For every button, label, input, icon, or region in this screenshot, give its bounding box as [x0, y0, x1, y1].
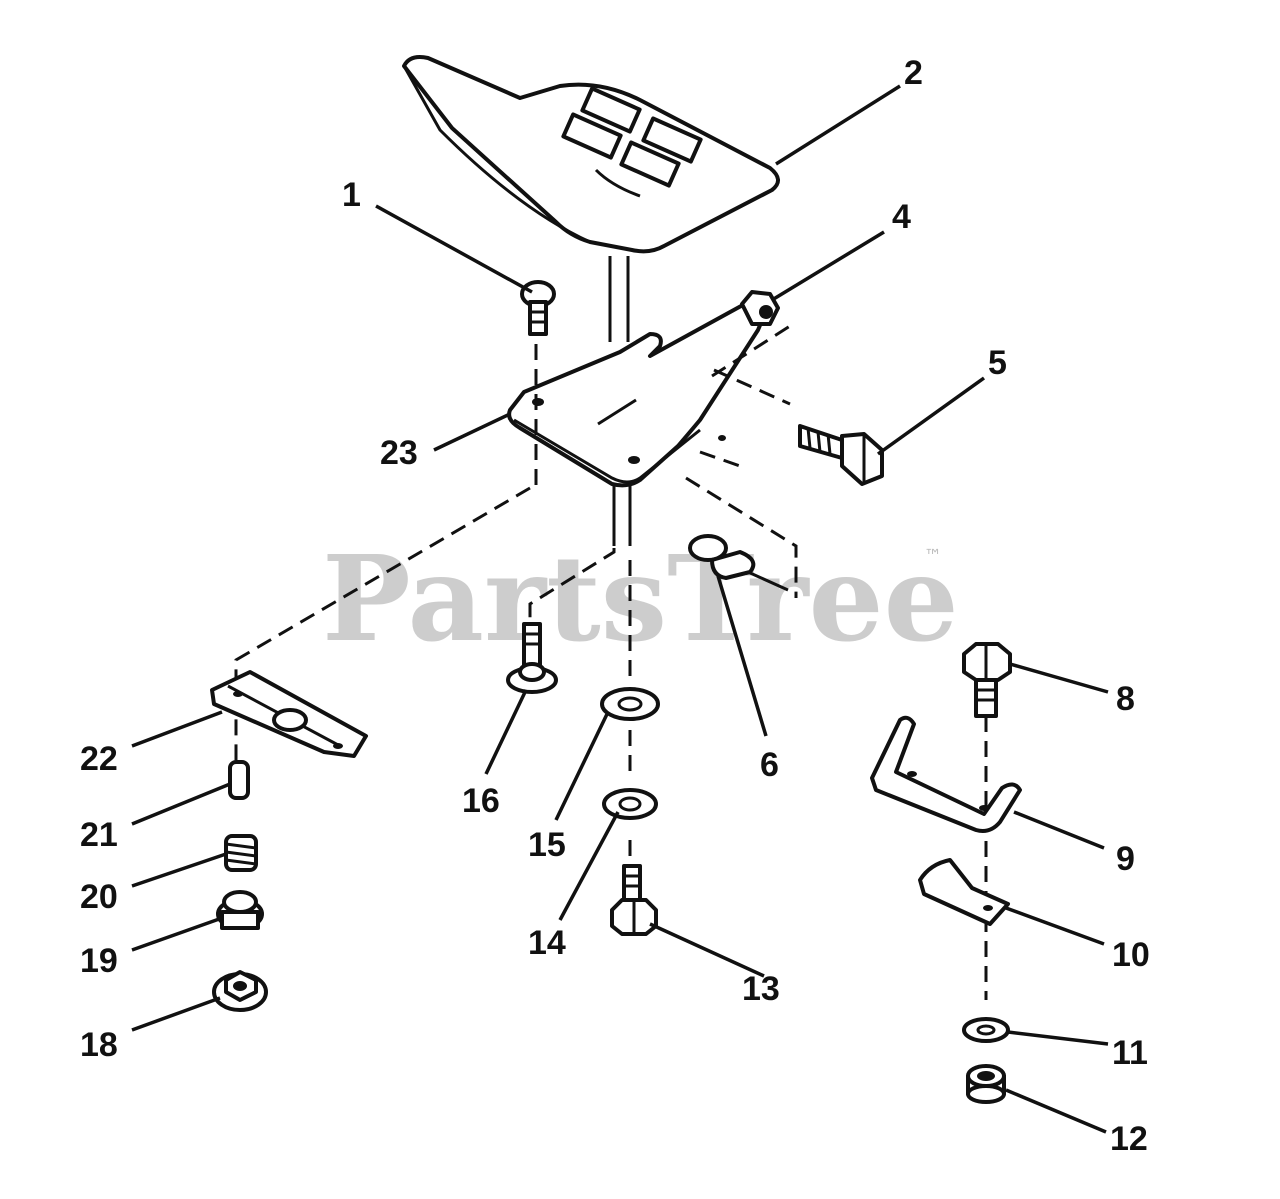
bushing [216, 890, 264, 930]
washer-11 [962, 1017, 1010, 1043]
seat [402, 55, 780, 254]
callout-5: 5 [988, 344, 1007, 382]
callout-21: 21 [80, 816, 118, 854]
callout-2: 2 [904, 54, 923, 92]
hex-bolt [610, 864, 658, 936]
callouts: 1 2 4 5 6 8 9 10 11 12 13 14 15 16 18 19… [80, 54, 1150, 1158]
pin [228, 760, 250, 800]
hex-bolt-top [962, 642, 1012, 718]
bracket [870, 715, 1022, 833]
callout-10: 10 [1112, 936, 1150, 974]
adjuster-plate [210, 670, 368, 758]
washer-14 [602, 788, 658, 820]
callout-14: 14 [528, 924, 566, 962]
callout-18: 18 [80, 1026, 118, 1064]
callout-12: 12 [1110, 1120, 1148, 1158]
shoulder-bolt [798, 424, 884, 486]
callout-22: 22 [80, 740, 118, 778]
lock-nut-bottom [966, 1064, 1006, 1104]
callout-6: 6 [760, 746, 779, 784]
flange-nut [212, 970, 268, 1012]
flange-bolt [506, 622, 558, 694]
callout-1: 1 [342, 176, 361, 214]
callout-19: 19 [80, 942, 118, 980]
watermark-trademark: ™ [924, 546, 942, 567]
washer-15 [600, 687, 660, 721]
callout-15: 15 [528, 826, 566, 864]
carriage-bolt [520, 280, 556, 336]
callout-13: 13 [742, 970, 780, 1008]
leader-lines [131, 84, 1109, 1134]
plate [918, 858, 1010, 926]
lock-nut [740, 290, 780, 326]
watermark: PartsTree [322, 529, 959, 668]
spring [224, 834, 258, 872]
callout-8: 8 [1116, 680, 1135, 718]
callout-4: 4 [892, 198, 911, 236]
callout-16: 16 [462, 782, 500, 820]
callout-20: 20 [80, 878, 118, 916]
callout-23: 23 [380, 434, 418, 472]
callout-9: 9 [1116, 840, 1135, 878]
spring-clip [688, 534, 789, 592]
seat-pan [507, 296, 771, 488]
callout-11: 11 [1112, 1034, 1148, 1072]
